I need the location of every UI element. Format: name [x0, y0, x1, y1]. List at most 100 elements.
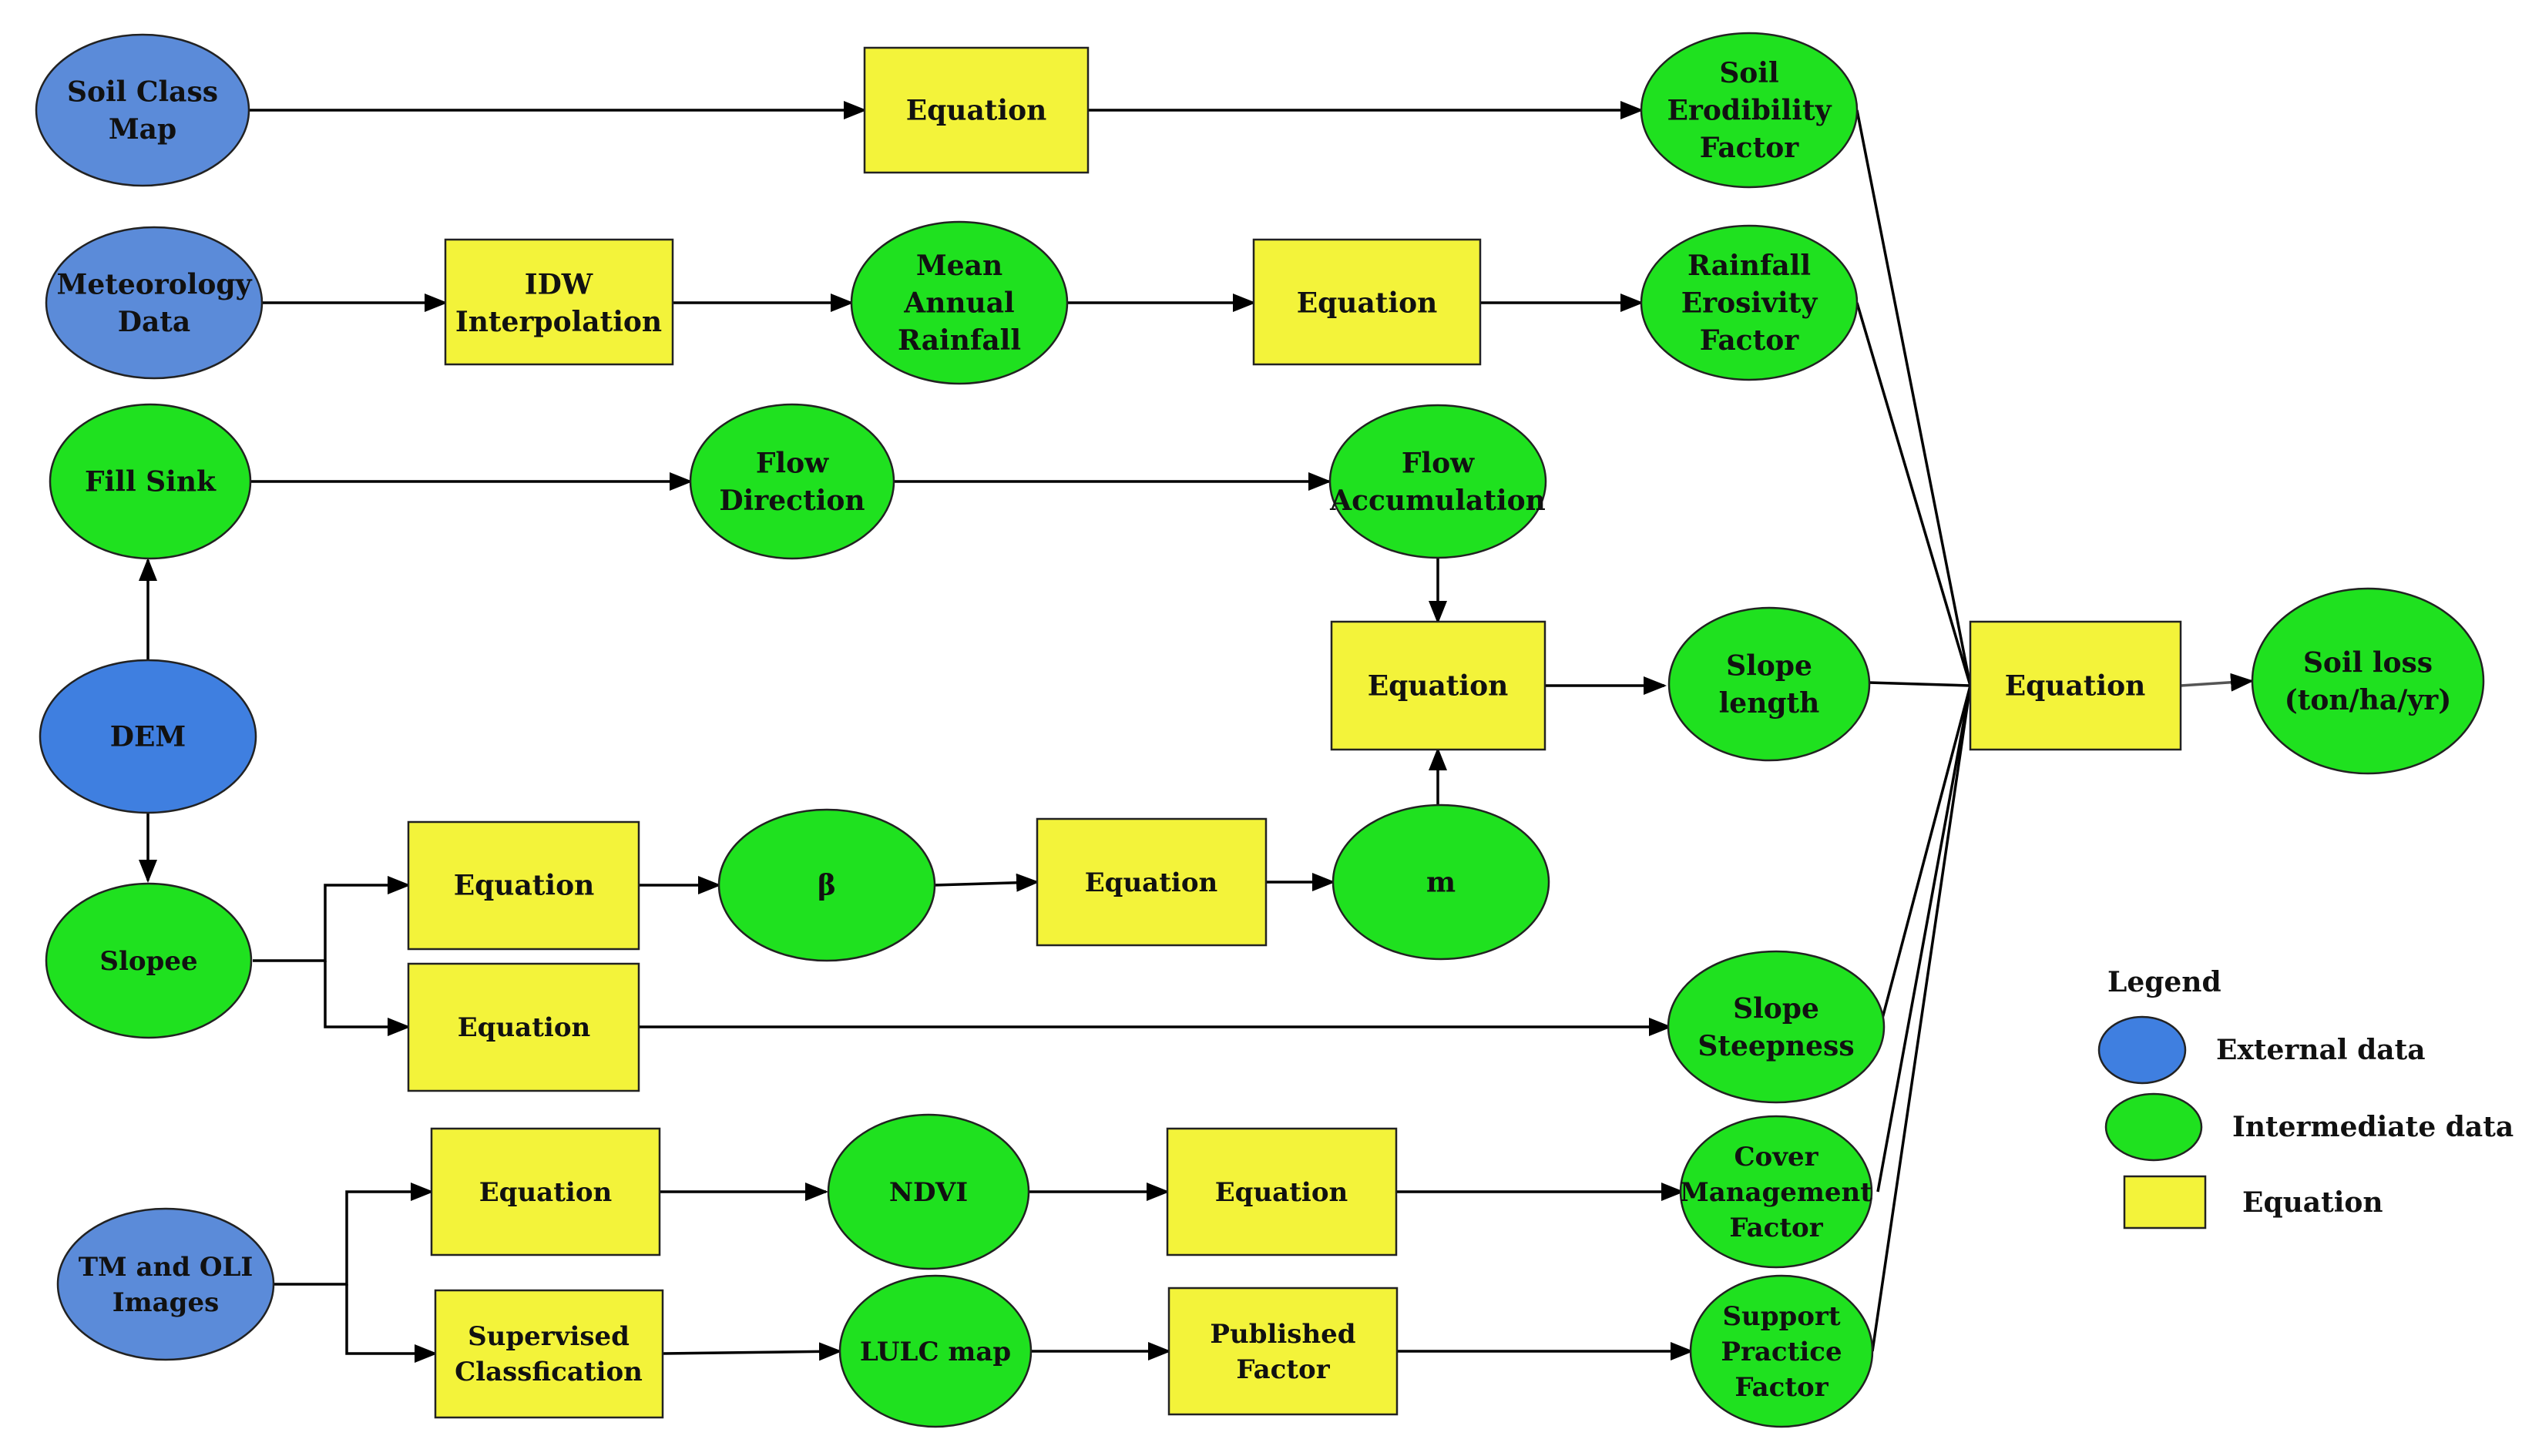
- node-label: Equation: [1215, 1177, 1348, 1208]
- node-label-line: Equation: [479, 1177, 612, 1208]
- edge-cover-to-final: [1876, 685, 1972, 1193]
- legend-title: Legend: [2107, 966, 2221, 998]
- node-label-line: Erodibility: [1667, 95, 1832, 127]
- legend-equation-swatch: [2123, 1175, 2207, 1230]
- node-label-line: length: [1719, 687, 1820, 720]
- node-label: Equation: [1297, 287, 1438, 320]
- node-label-line: Cover: [1734, 1142, 1818, 1173]
- node-label: Equation: [906, 95, 1047, 127]
- edge-support-to-final: [1871, 685, 1972, 1352]
- equation-box: [1969, 620, 2182, 751]
- node-label-line: Map: [109, 113, 176, 146]
- node-label-line: Fill Sink: [85, 466, 217, 498]
- node-label-line: Published: [1210, 1319, 1355, 1350]
- node-dem: DEM: [39, 659, 257, 814]
- node-label: Equation: [454, 870, 595, 902]
- edge-slopee-branch: [253, 876, 411, 962]
- node-label-line: Interpolation: [455, 306, 662, 338]
- equation-box: [863, 46, 1090, 174]
- node-label-line: Equation: [1297, 287, 1438, 320]
- node-label: β: [818, 870, 836, 902]
- intermediate-ellipse: [1689, 1274, 1874, 1428]
- node-label: NDVI: [889, 1177, 968, 1208]
- external-ellipse: [45, 226, 264, 380]
- node-label: Soil loss(ton/ha/yr): [2285, 646, 2452, 716]
- node-ndvi: NDVI: [827, 1113, 1030, 1270]
- node-m: m: [1332, 803, 1550, 961]
- node-label-line: Slope: [1726, 649, 1812, 682]
- legend-intermediate-swatch: [2104, 1092, 2203, 1162]
- node-label-line: Images: [112, 1287, 219, 1318]
- intermediate-ellipse: [45, 882, 253, 1039]
- intermediate-ellipse: [1640, 32, 1859, 189]
- node-lulc-map: LULC map: [838, 1274, 1033, 1428]
- equation-box: [407, 820, 640, 951]
- node-label-line: Management: [1680, 1177, 1872, 1208]
- node-label-line: Equation: [2005, 670, 2146, 703]
- node-label-line: Slope: [1733, 992, 1819, 1025]
- node-label: Equation: [479, 1177, 612, 1208]
- edge-supervised-to-lulc: [662, 1342, 842, 1361]
- edge-steepness-to-final: [1879, 685, 1972, 1028]
- edge-tm-branch-lower: [345, 1284, 438, 1363]
- node-label-line: Supervised: [468, 1321, 630, 1352]
- edge-slopelength-to-final: [1868, 681, 1971, 687]
- legend-external-swatch: [2097, 1015, 2187, 1085]
- intermediate-ellipse: [1332, 803, 1550, 961]
- node-label-line: Annual: [903, 287, 1014, 320]
- node-equation-m: Equation: [1036, 817, 1268, 947]
- legend-external-label: External data: [2216, 1034, 2426, 1066]
- node-label-line: Equation: [906, 95, 1047, 127]
- intermediate-ellipse: [1328, 404, 1547, 559]
- node-label-line: Slopee: [99, 946, 197, 977]
- node-label-line: Flow: [756, 447, 829, 479]
- node-label-line: Soil: [1719, 57, 1778, 89]
- node-label-line: Factor: [1236, 1354, 1330, 1385]
- node-label: Equation: [1368, 670, 1509, 703]
- node-label: Equation: [458, 1012, 590, 1043]
- node-equation-beta: Equation: [407, 820, 640, 951]
- intermediate-ellipse: [2251, 587, 2485, 775]
- node-label-line: NDVI: [889, 1177, 968, 1208]
- node-label-line: Practice: [1721, 1337, 1842, 1367]
- node-label-line: LULC map: [860, 1337, 1011, 1367]
- node-soil-loss: Soil loss(ton/ha/yr): [2251, 587, 2485, 775]
- node-label-line: DEM: [110, 721, 186, 753]
- edge-beta-to-eqm: [933, 873, 1039, 892]
- node-label-line: Steepness: [1698, 1030, 1854, 1062]
- intermediate-ellipse: [850, 220, 1069, 385]
- node-label-line: m: [1426, 867, 1456, 899]
- node-label-line: (ton/ha/yr): [2285, 684, 2452, 716]
- node-label: LULC map: [860, 1337, 1011, 1367]
- equation-box: [434, 1289, 664, 1419]
- intermediate-ellipse: [689, 403, 895, 560]
- intermediate-ellipse: [827, 1113, 1030, 1270]
- external-ellipse: [39, 659, 257, 814]
- node-label-line: Factor: [1735, 1372, 1829, 1403]
- node-fill-sink: Fill Sink: [49, 403, 252, 560]
- node-label: Equation: [2005, 670, 2146, 703]
- node-equation-cover: Equation: [1166, 1127, 1398, 1256]
- node-label-line: Rainfall: [898, 324, 1021, 357]
- node-label-line: Direction: [719, 485, 865, 517]
